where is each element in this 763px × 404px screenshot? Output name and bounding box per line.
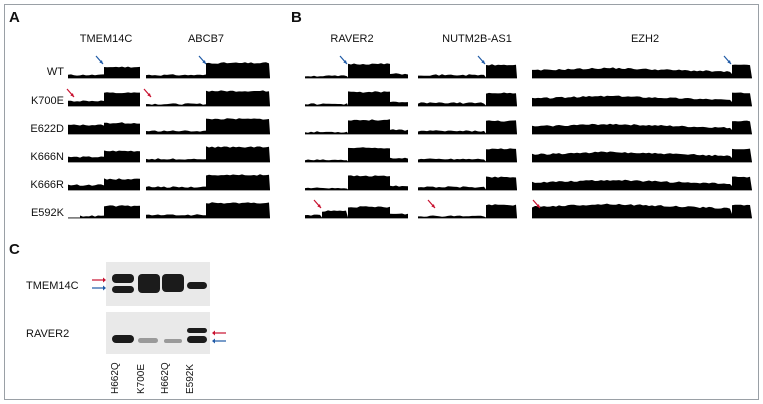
panel-letter-c: C (9, 241, 20, 258)
gel-tmem14c (106, 262, 210, 306)
blue-arrow-icon (92, 285, 106, 291)
coverage-track-ezh2 (532, 120, 752, 134)
coverage-track-abcb7 (146, 202, 270, 218)
panel-letter-a: A (9, 9, 20, 26)
coverage-track-abcb7 (146, 146, 270, 162)
coverage-track-nutm2b-as1 (418, 64, 517, 78)
row-label-k666n: K666N (30, 151, 64, 163)
figure-frame (4, 4, 759, 400)
coverage-tracks (66, 55, 752, 219)
coverage-track-tmem14c (68, 122, 140, 134)
red-arrow-icon (313, 199, 322, 209)
band (164, 339, 182, 343)
blue-arrow-icon (339, 55, 348, 65)
gene-label-ezh2: EZH2 (630, 33, 660, 45)
coverage-track-ezh2 (532, 64, 752, 78)
panel-letter-b: B (291, 9, 302, 26)
coverage-track-tmem14c (68, 92, 140, 106)
gene-label-nutm2b-as1: NUTM2B-AS1 (442, 33, 512, 45)
coverage-track-raver2 (305, 91, 408, 106)
blue-arrow-icon (477, 55, 486, 65)
row-label-wt: WT (46, 66, 64, 78)
coverage-track-nutm2b-as1 (418, 176, 517, 190)
red-arrow-icon (66, 88, 75, 98)
red-arrow-icon (143, 88, 152, 98)
red-arrow-icon (532, 199, 541, 209)
band (162, 274, 184, 292)
band (187, 328, 207, 333)
blue-arrow-icon (95, 55, 104, 65)
coverage-track-nutm2b-as1 (418, 92, 517, 106)
coverage-track-abcb7 (146, 174, 270, 190)
coverage-track-ezh2 (532, 148, 752, 162)
coverage-track-raver2 (305, 175, 408, 190)
coverage-track-tmem14c (68, 150, 140, 162)
coverage-track-tmem14c (68, 66, 140, 78)
row-label-k700e: K700E (30, 95, 64, 107)
coverage-track-abcb7 (146, 62, 270, 78)
blue-arrow-icon (198, 55, 207, 65)
band (138, 274, 160, 293)
gel-raver2 (106, 312, 210, 354)
coverage-track-ezh2 (532, 203, 752, 218)
coverage-track-tmem14c (68, 205, 140, 218)
gene-label-tmem14c: TMEM14C (79, 33, 133, 45)
coverage-track-raver2 (305, 119, 408, 134)
gene-label-raver2: RAVER2 (330, 33, 374, 45)
coverage-track-nutm2b-as1 (418, 148, 517, 162)
red-arrow-icon (92, 277, 106, 283)
coverage-track-raver2 (305, 63, 408, 78)
row-label-e622d: E622D (30, 123, 64, 135)
blue-arrow-icon (723, 55, 732, 65)
coverage-track-ezh2 (532, 176, 752, 190)
coverage-track-raver2 (305, 206, 408, 218)
coverage-track-abcb7 (146, 118, 270, 134)
coverage-track-nutm2b-as1 (418, 204, 517, 218)
coverage-track-tmem14c (68, 178, 140, 190)
band (187, 282, 207, 289)
coverage-track-ezh2 (532, 92, 752, 106)
row-label-e592k: E592K (30, 207, 64, 219)
coverage-track-raver2 (305, 147, 408, 162)
band (138, 338, 158, 343)
coverage-track-abcb7 (146, 90, 270, 106)
gene-label-abcb7: ABCB7 (187, 33, 225, 45)
red-arrow-icon (212, 330, 226, 336)
band (112, 274, 134, 283)
band (187, 336, 207, 343)
row-label-k666r: K666R (30, 179, 64, 191)
coverage-track-nutm2b-as1 (418, 120, 517, 134)
blot-label-tmem14c: TMEM14C (26, 280, 79, 292)
blot-label-raver2: RAVER2 (26, 328, 70, 340)
blue-arrow-icon (212, 338, 226, 344)
band (112, 335, 134, 343)
red-arrow-icon (427, 199, 436, 209)
band (112, 286, 134, 293)
